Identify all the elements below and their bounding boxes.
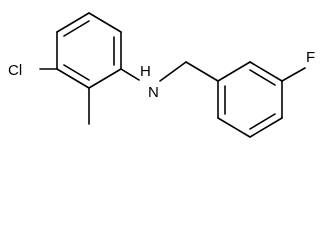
double-bond-inner	[63, 64, 90, 81]
ch2-ring-bond	[185, 61, 219, 82]
bond	[249, 117, 283, 138]
bond	[217, 117, 251, 138]
double-bond-inner	[249, 69, 276, 86]
molecule-drawing: Cl H N F	[8, 12, 315, 138]
bond-to-fluorine	[281, 67, 306, 82]
double-bond-inner	[63, 20, 90, 37]
right-benzene-ring	[217, 61, 283, 138]
bond	[88, 12, 122, 33]
bond	[56, 68, 90, 89]
bond	[88, 68, 122, 89]
nitrogen-label: N	[148, 84, 159, 101]
bond-to-nitrogen	[120, 68, 140, 81]
left-benzene-ring	[56, 12, 122, 89]
chlorine-label: Cl	[8, 62, 22, 79]
bond	[249, 61, 283, 82]
bond	[217, 61, 251, 82]
double-bond-inner	[249, 113, 276, 130]
nh-ch2-bond	[159, 61, 187, 82]
bond	[56, 12, 90, 33]
structure-diagram: Cl H N F	[8, 12, 315, 138]
amine-hydrogen-label: H	[140, 63, 151, 80]
fluorine-label: F	[306, 49, 315, 66]
